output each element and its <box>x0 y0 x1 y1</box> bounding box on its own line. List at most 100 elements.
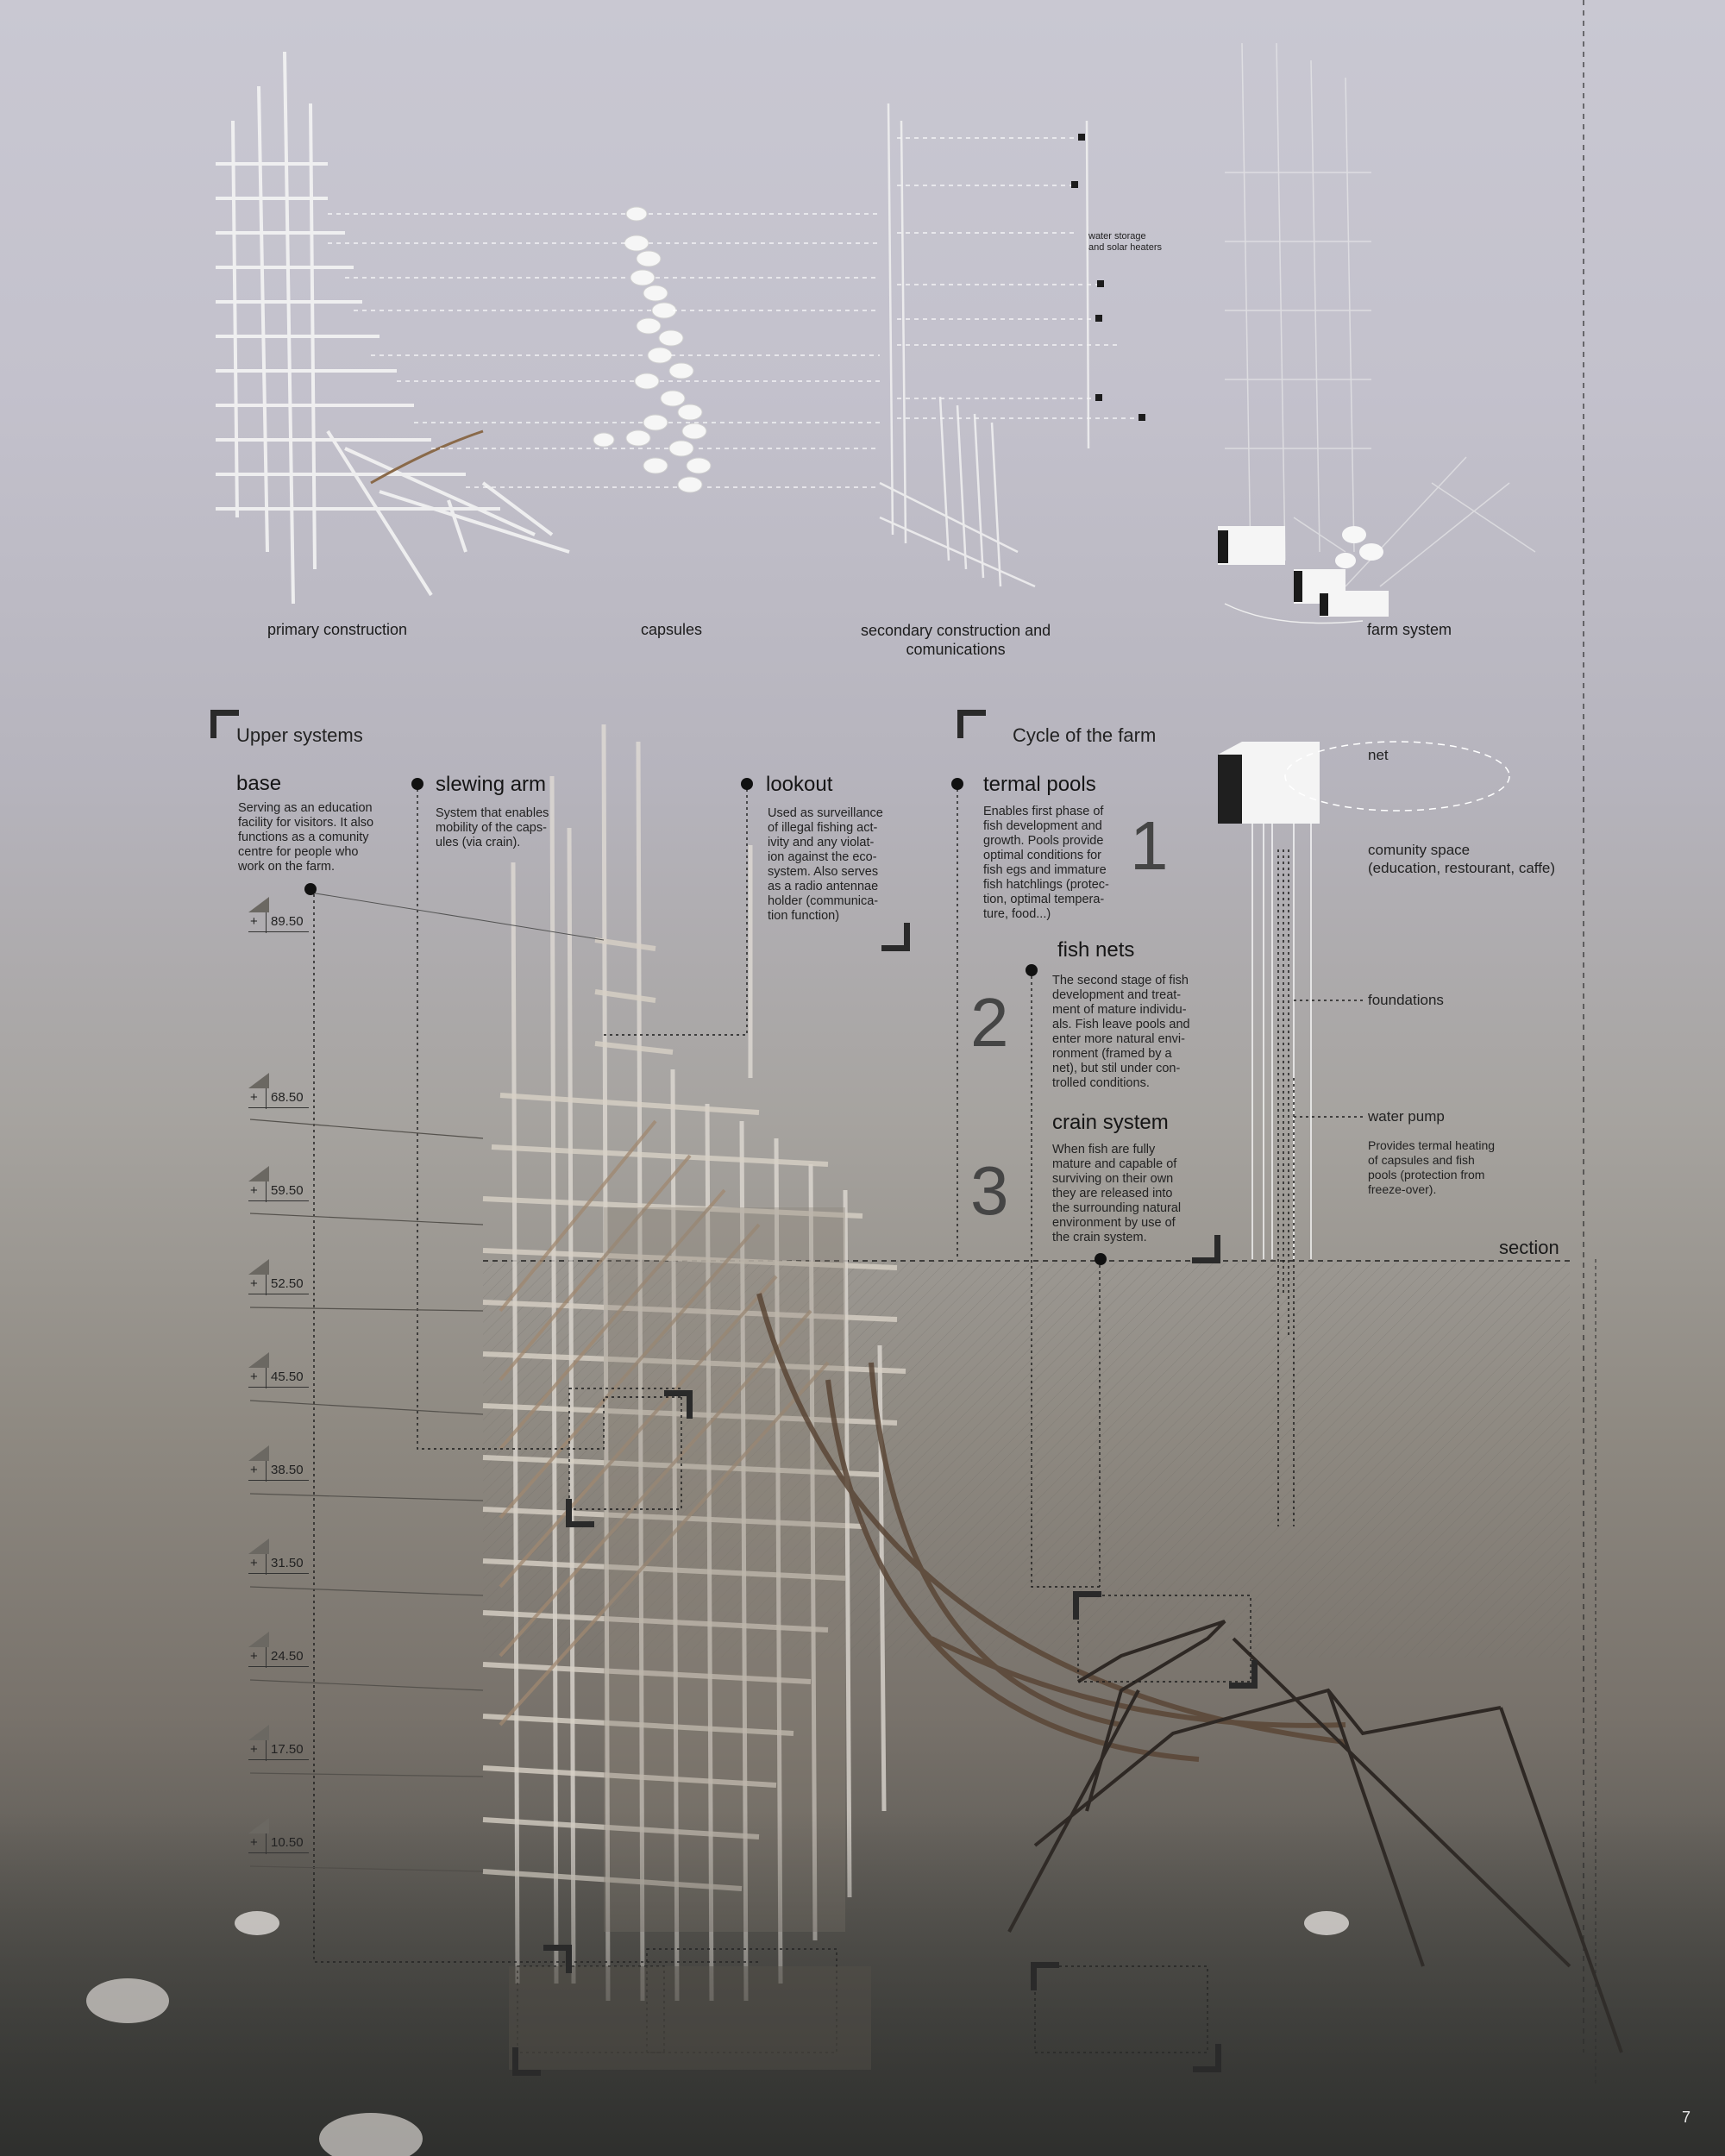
caption-primary-construction: primary construction <box>267 621 408 638</box>
bracket-slewing-bottom <box>566 1499 594 1527</box>
level-value: 68.50 <box>271 1090 304 1105</box>
level-underline <box>248 1852 309 1853</box>
base-description: Serving as an education facility for vis… <box>238 801 374 874</box>
elevation-level: +10.50 <box>248 1818 317 1868</box>
level-sign: + <box>250 914 258 929</box>
pool-1 <box>235 1911 279 1935</box>
level-underline <box>248 931 309 932</box>
section-label: section <box>1499 1237 1559 1258</box>
level-value: 52.50 <box>271 1276 304 1291</box>
level-arrow-icon <box>248 1818 269 1833</box>
caption-farm-system: farm system <box>1367 621 1452 638</box>
pool-2 <box>1304 1911 1349 1935</box>
pool-3 <box>86 1978 169 2023</box>
step-number-3: 3 <box>970 1152 1009 1229</box>
level-value: 59.50 <box>271 1183 304 1198</box>
level-tick <box>266 1740 267 1761</box>
bracket-pool-top <box>1031 1962 1059 1990</box>
level-sign: + <box>250 1835 258 1850</box>
level-value: 45.50 <box>271 1369 304 1384</box>
level-arrow-icon <box>248 1632 269 1647</box>
level-tick <box>266 1554 267 1575</box>
water-storage-label: water storage and solar heaters <box>1088 231 1162 253</box>
level-sign: + <box>250 1183 258 1198</box>
level-tick <box>266 1368 267 1388</box>
termal-pools-description: Enables first phase of fish development … <box>983 805 1109 921</box>
step-number-2: 2 <box>970 984 1009 1061</box>
lookout-title: lookout <box>766 773 833 796</box>
bracket-crain-top <box>1073 1591 1101 1620</box>
bracket-base-bottom <box>512 2047 541 2076</box>
community-cube <box>1218 741 1510 824</box>
primary-construction-drawing <box>216 51 570 605</box>
section-hatch <box>483 1261 1570 1658</box>
crain-system-description: When fish are fully mature and capable o… <box>1052 1143 1182 1244</box>
bracket-upper-systems-end <box>881 923 910 951</box>
farm-system-drawing <box>1225 42 1536 587</box>
base-title: base <box>236 772 282 795</box>
level-arrow-icon <box>248 1445 269 1461</box>
elevation-level: +31.50 <box>248 1539 317 1589</box>
level-sign: + <box>250 1556 258 1570</box>
fish-nets-marker <box>1026 964 1038 976</box>
elevation-level: +38.50 <box>248 1445 317 1495</box>
community-space-label: comunity space (education, restourant, c… <box>1368 842 1556 876</box>
level-underline <box>248 1200 309 1201</box>
lookout-marker <box>741 778 753 790</box>
fish-nets-title: fish nets <box>1057 938 1135 962</box>
level-tick <box>266 912 267 933</box>
elevation-level: +89.50 <box>248 897 317 947</box>
level-underline <box>248 1480 309 1481</box>
level-underline <box>248 1107 309 1108</box>
termal-pools-title: termal pools <box>983 773 1096 796</box>
level-arrow-icon <box>248 897 269 912</box>
level-value: 17.50 <box>271 1742 304 1757</box>
level-sign: + <box>250 1090 258 1105</box>
level-arrow-icon <box>248 1352 269 1368</box>
level-tick <box>266 1181 267 1202</box>
elevation-level: +68.50 <box>248 1073 317 1123</box>
pool-4 <box>319 2113 423 2156</box>
level-sign: + <box>250 1463 258 1477</box>
crain-system-title: crain system <box>1052 1111 1169 1134</box>
lookout-description: Used as surveillance of illegal fishing … <box>768 806 883 923</box>
water-pump-label: water pump <box>1368 1108 1445 1125</box>
level-value: 89.50 <box>271 914 304 929</box>
level-sign: + <box>250 1649 258 1664</box>
bracket-cycle-end <box>1192 1235 1220 1263</box>
level-underline <box>248 1666 309 1667</box>
level-tick <box>266 1461 267 1482</box>
level-value: 38.50 <box>271 1463 304 1477</box>
bracket-upper-systems <box>210 710 239 738</box>
elevation-level: +17.50 <box>248 1725 317 1775</box>
elevation-level: +52.50 <box>248 1259 317 1309</box>
level-arrow-icon <box>248 1259 269 1275</box>
capsules-drawing <box>593 206 712 493</box>
secondary-construction-drawing <box>879 103 1090 588</box>
slewing-arm-title: slewing arm <box>436 773 547 796</box>
bracket-slewing-top <box>664 1390 693 1419</box>
level-arrow-icon <box>248 1725 269 1740</box>
elevation-level: +45.50 <box>248 1352 317 1402</box>
upper-systems-title: Upper systems <box>236 724 363 746</box>
level-arrow-icon <box>248 1073 269 1088</box>
level-tick <box>266 1275 267 1295</box>
level-underline <box>248 1759 309 1760</box>
bracket-base-top <box>543 1945 572 1973</box>
level-value: 24.50 <box>271 1649 304 1664</box>
level-underline <box>248 1573 309 1574</box>
level-value: 31.50 <box>271 1556 304 1570</box>
level-arrow-icon <box>248 1166 269 1181</box>
page-number: 7 <box>1682 2109 1691 2126</box>
base-marker <box>304 883 317 895</box>
net-label: net <box>1368 747 1389 763</box>
level-sign: + <box>250 1742 258 1757</box>
level-sign: + <box>250 1369 258 1384</box>
step-number-1: 1 <box>1130 807 1169 884</box>
termal-pools-marker <box>951 778 963 790</box>
foundations-label: foundations <box>1368 992 1444 1008</box>
caption-secondary-construction: secondary construction and comunications <box>861 622 1051 658</box>
level-tick <box>266 1088 267 1109</box>
level-underline <box>248 1387 309 1388</box>
